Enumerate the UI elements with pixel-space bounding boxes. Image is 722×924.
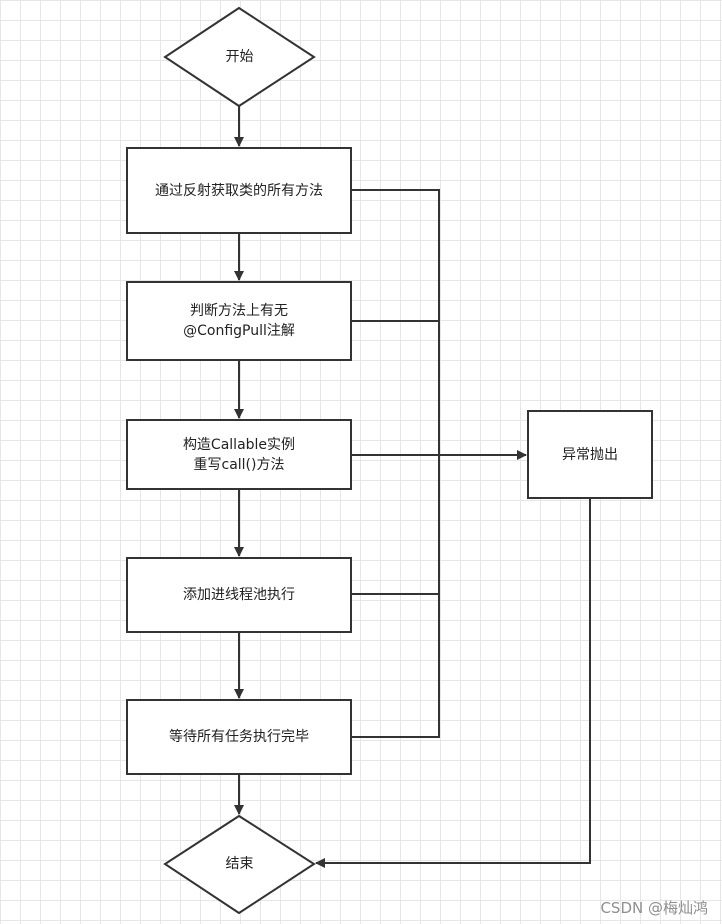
connector-get-methods-to-bus: [351, 189, 440, 738]
exception-box: [527, 410, 653, 499]
build-callable-box: [126, 419, 352, 490]
end-diamond: [163, 814, 316, 915]
watermark: CSDN @梅灿鸿: [600, 899, 708, 917]
start-diamond: [163, 6, 316, 108]
wait-tasks-box: [126, 699, 352, 775]
get-methods-box: [126, 147, 352, 234]
arrow-exception-to-end: [315, 498, 591, 868]
check-annotation-box: [126, 281, 352, 361]
add-threadpool-box: [126, 557, 352, 633]
